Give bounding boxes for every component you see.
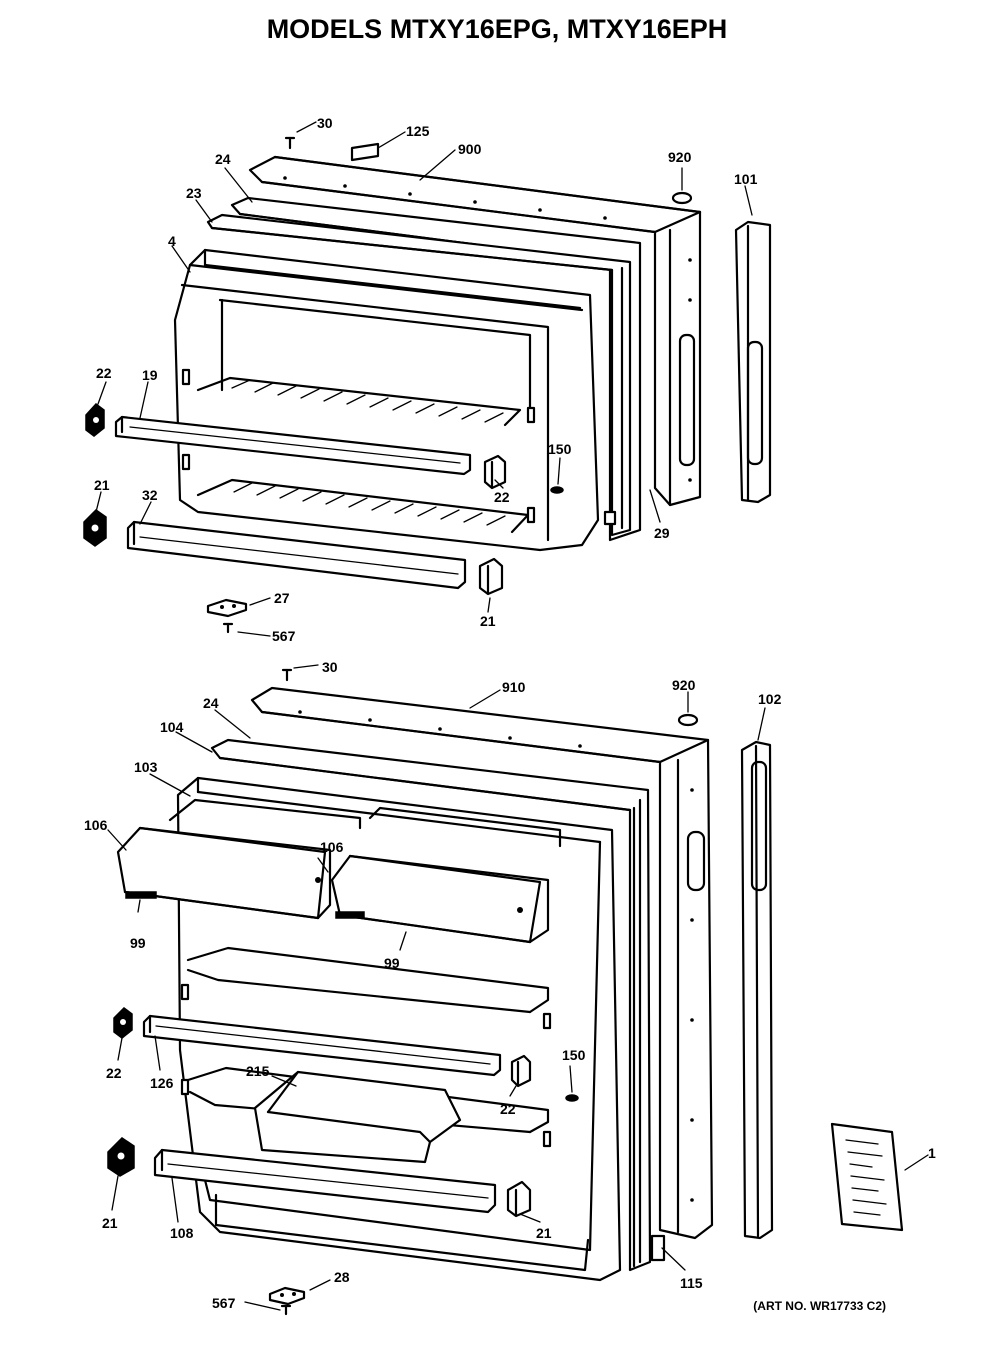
freezer-door-assembly: 30 125 900 920 101 24 23 4 22 19 22 150 … — [83, 115, 772, 644]
label-freezer-125: 125 — [406, 123, 430, 139]
freezer-cap-125 — [350, 142, 380, 162]
label-freezer-22-right: 22 — [494, 489, 510, 505]
freezer-shelf-bar-19 — [114, 415, 472, 476]
label-freezer-30: 30 — [317, 115, 333, 131]
fresh-food-screw-567 — [280, 1304, 292, 1316]
label-freezer-32: 32 — [142, 487, 158, 503]
freezer-gasket-frames — [206, 196, 642, 542]
freezer-bracket-21-left — [83, 509, 107, 547]
label-fresh-food-104: 104 — [160, 719, 184, 735]
fresh-food-liner-shelves — [186, 946, 550, 1134]
page-title: MODELS MTXY16EPG, MTXY16EPH — [267, 14, 728, 44]
freezer-leader-lines — [95, 121, 753, 637]
freezer-screw-567 — [222, 622, 234, 634]
freezer-door-liner — [173, 248, 600, 552]
label-freezer-920: 920 — [668, 149, 692, 165]
fresh-food-bin-106-right — [330, 854, 550, 944]
label-fresh-food-21-right: 21 — [536, 1225, 552, 1241]
freezer-liner-ribs-upper — [196, 376, 522, 427]
label-freezer-29: 29 — [654, 525, 670, 541]
use-and-care-manual-1 — [830, 1122, 904, 1232]
fresh-food-handle-102 — [740, 740, 774, 1240]
label-fresh-food-99-left: 99 — [130, 935, 146, 951]
label-fresh-food-99-right: 99 — [384, 955, 400, 971]
label-fresh-food-103: 103 — [134, 759, 158, 775]
label-freezer-22-left: 22 — [96, 365, 112, 381]
freezer-screw-150 — [550, 486, 564, 494]
fresh-food-bracket-21-left — [107, 1137, 135, 1177]
label-fresh-food-21-left: 21 — [102, 1215, 118, 1231]
label-freezer-101: 101 — [734, 171, 758, 187]
label-fresh-food-108: 108 — [170, 1225, 194, 1241]
label-fresh-food-30: 30 — [322, 659, 338, 675]
label-fresh-food-106-left: 106 — [84, 817, 108, 833]
fresh-food-shelf-top — [168, 798, 562, 848]
label-fresh-food-1: 1 — [928, 1145, 936, 1161]
label-fresh-food-567: 567 — [212, 1295, 236, 1311]
fresh-food-shelf-bar-108 — [153, 1148, 497, 1214]
freezer-shelf-bar-32 — [126, 520, 467, 590]
label-freezer-21-right: 21 — [480, 613, 496, 629]
freezer-plug-920 — [671, 191, 693, 205]
freezer-handle-101 — [734, 220, 772, 504]
fresh-food-bracket-22-right — [510, 1054, 532, 1088]
label-fresh-food-102: 102 — [758, 691, 782, 707]
label-fresh-food-28: 28 — [334, 1269, 350, 1285]
freezer-bracket-22-left — [85, 402, 105, 437]
fresh-food-stop-28 — [268, 1286, 306, 1306]
label-fresh-food-22-left: 22 — [106, 1065, 122, 1081]
label-fresh-food-920: 920 — [672, 677, 696, 693]
label-fresh-food-24: 24 — [203, 695, 219, 711]
label-freezer-27: 27 — [274, 590, 290, 606]
fresh-food-leader-lines — [107, 664, 929, 1311]
label-fresh-food-115: 115 — [680, 1275, 703, 1291]
label-freezer-21-left: 21 — [94, 477, 110, 493]
label-fresh-food-215: 215 — [246, 1063, 270, 1079]
fresh-food-bin-215 — [253, 1070, 462, 1164]
label-freezer-4: 4 — [168, 233, 176, 249]
freezer-bracket-21-right — [478, 557, 504, 596]
label-freezer-19: 19 — [142, 367, 158, 383]
label-fresh-food-150: 150 — [562, 1047, 586, 1063]
freezer-screw-30 — [284, 136, 296, 150]
fresh-food-bin-106-left — [116, 826, 332, 920]
fresh-food-screw-150 — [565, 1094, 579, 1102]
fresh-food-bracket-22-left — [113, 1007, 133, 1039]
label-fresh-food-22-right: 22 — [500, 1101, 516, 1117]
label-fresh-food-106-right: 106 — [320, 839, 344, 855]
label-freezer-23: 23 — [186, 185, 202, 201]
freezer-door-outer — [248, 155, 702, 507]
label-fresh-food-910: 910 — [502, 679, 526, 695]
label-freezer-24: 24 — [215, 151, 231, 167]
fresh-food-gasket-frames — [210, 738, 666, 1272]
fresh-food-door-outer — [250, 686, 714, 1240]
label-freezer-900: 900 — [458, 141, 482, 157]
freezer-liner-ribs-lower — [196, 478, 530, 534]
freezer-stop-27 — [206, 598, 248, 618]
fresh-food-bracket-21-right — [506, 1180, 532, 1218]
art-number: (ART NO. WR17733 C2) — [753, 1299, 886, 1313]
fresh-food-shelf-bar-126 — [142, 1014, 502, 1077]
label-fresh-food-126: 126 — [150, 1075, 174, 1091]
fresh-food-door-assembly: 30 910 920 102 24 104 103 106 106 99 99 … — [84, 659, 936, 1316]
label-freezer-567: 567 — [272, 628, 296, 644]
freezer-bracket-22-right — [483, 454, 507, 490]
fresh-food-plug-920 — [677, 713, 699, 727]
label-freezer-150: 150 — [548, 441, 572, 457]
fresh-food-screw-30 — [281, 668, 293, 682]
